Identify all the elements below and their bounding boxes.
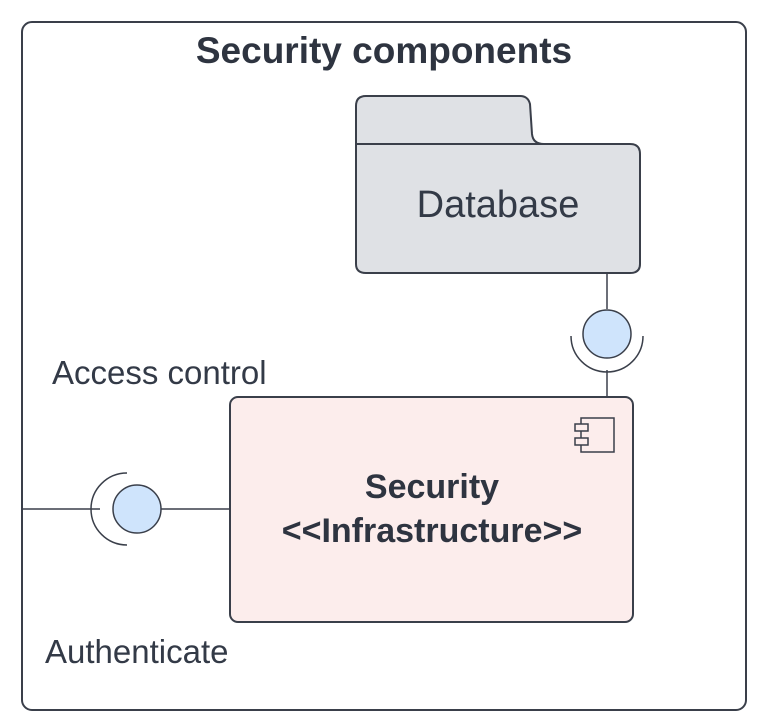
component-stereotype: <<Infrastructure>>	[282, 512, 582, 550]
package-body	[355, 143, 641, 274]
component-box	[229, 396, 634, 623]
diagram-title: Security components	[196, 30, 572, 71]
package-label: Database	[417, 184, 580, 226]
authenticate-label: Authenticate	[45, 633, 228, 670]
authenticate-provided-interface[interactable]	[112, 484, 162, 534]
access-control-label: Access control	[52, 354, 267, 391]
authenticate-required-socket	[90, 472, 128, 546]
database-package[interactable]: Database	[355, 95, 641, 274]
database-provided-interface[interactable]	[582, 309, 632, 359]
security-component[interactable]: Security <<Infrastructure>>	[229, 396, 634, 623]
component-name: Security	[365, 468, 499, 506]
package-tab	[355, 95, 545, 145]
component-icon	[574, 417, 615, 453]
